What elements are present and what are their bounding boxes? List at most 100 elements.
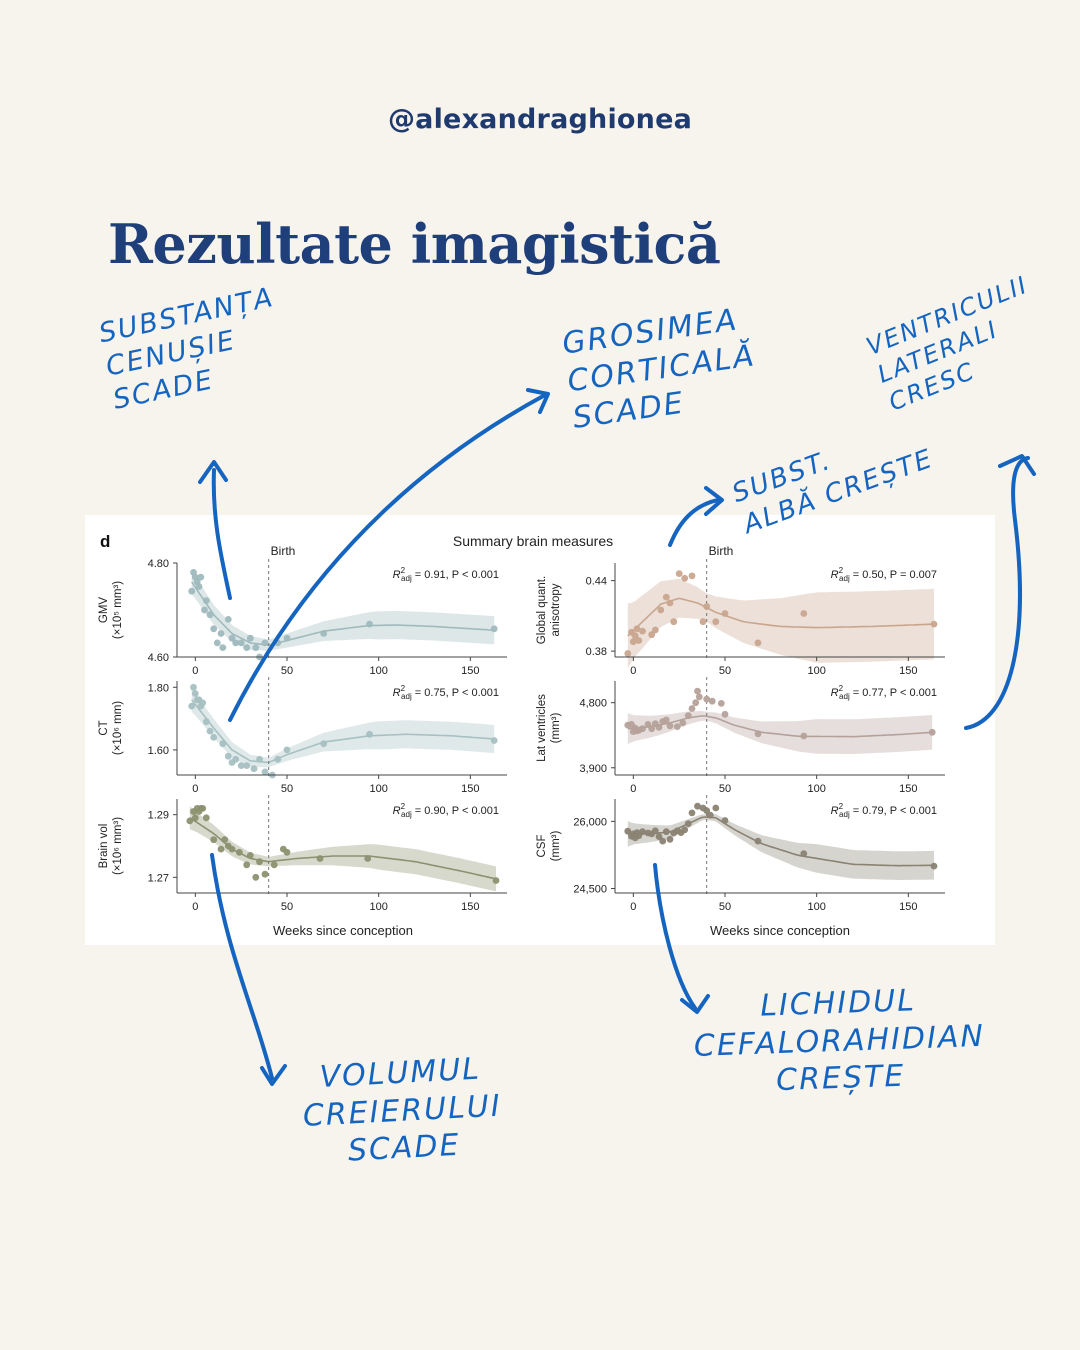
lat_ventricles-point xyxy=(692,699,700,707)
ct-point xyxy=(224,752,232,760)
lat_ventricles-x-tick-label: 0 xyxy=(630,783,636,795)
anisotropy-point xyxy=(651,626,659,634)
gmv-point xyxy=(283,634,291,642)
gmv-point xyxy=(210,625,218,633)
arrow-gray-matter-head xyxy=(198,460,228,484)
anisotropy-point xyxy=(721,610,729,617)
csf-x-tick-label: 50 xyxy=(719,901,731,913)
lat_ventricles-point xyxy=(800,732,808,740)
ct-x-tick-label: 0 xyxy=(192,783,198,795)
csf-fit-line xyxy=(627,816,935,867)
ct-x-tick-label: 50 xyxy=(281,783,293,795)
ct-x-tick-label: 150 xyxy=(461,783,479,795)
csf-point xyxy=(659,837,667,845)
csf-point xyxy=(651,827,659,835)
lat_ventricles-x-tick-label: 100 xyxy=(807,783,825,795)
brain_vol-point xyxy=(243,861,251,869)
anisotropy-point xyxy=(648,631,656,639)
ct-point xyxy=(237,762,245,769)
anisotropy-x-tick-label: 100 xyxy=(807,665,825,677)
csf-point xyxy=(666,835,674,843)
csf-confidence-band xyxy=(627,814,934,880)
lat_ventricles-point xyxy=(662,716,670,724)
anisotropy-ylabel: Global quant. xyxy=(536,576,548,644)
brain-measures-figure: d Summary brain measures Weeks since con… xyxy=(98,532,945,938)
brain_vol-ylabel-unit: (×10⁶ mm³) xyxy=(112,817,124,875)
gmv-point xyxy=(219,644,227,651)
ct-point xyxy=(250,765,258,773)
gmv-point xyxy=(320,630,328,637)
lat_ventricles-x-tick-label: 50 xyxy=(719,783,731,795)
brain_vol-point xyxy=(199,805,207,812)
brain_vol-y-tick-label: 1.29 xyxy=(148,810,169,822)
lat_ventricles-point xyxy=(648,725,656,733)
note-ventricles: Ventriculii laterali cresc xyxy=(862,270,1033,417)
gmv-point xyxy=(217,630,225,637)
anisotropy-point xyxy=(666,599,674,607)
gmv-point xyxy=(366,620,373,628)
brain_vol-point xyxy=(252,873,260,881)
gmv-point xyxy=(274,639,282,647)
note-gray-matter: Substanța cenușie scade xyxy=(96,281,277,416)
csf-point xyxy=(754,837,762,845)
ct-point xyxy=(274,755,282,763)
ct-fit-line xyxy=(191,699,495,764)
csf-point xyxy=(662,828,670,836)
ct-ylabel: CT xyxy=(98,720,110,735)
gmv-point xyxy=(224,616,232,623)
lat_ventricles-x-tick-label: 150 xyxy=(899,783,917,795)
brain_vol-x-tick-label: 50 xyxy=(281,901,293,913)
ct-y-tick-label: 1.60 xyxy=(148,745,169,757)
brain_vol-point xyxy=(235,848,243,856)
ct-y-tick-label: 1.80 xyxy=(148,682,169,694)
brain_vol-point xyxy=(186,817,194,825)
anisotropy-point xyxy=(662,593,670,601)
lat_ventricles-y-tick-label: 4,800 xyxy=(579,698,607,710)
gmv-y-tick-label: 4.80 xyxy=(148,558,169,570)
anisotropy-y-tick-label: 0.38 xyxy=(586,646,607,658)
ct-point xyxy=(199,699,207,707)
anisotropy-point xyxy=(629,638,637,646)
arrow-brain-volume-head xyxy=(260,1064,287,1086)
brain_vol-confidence-band xyxy=(189,806,497,892)
ct-point xyxy=(188,702,196,710)
csf-point xyxy=(681,826,689,834)
lat_ventricles-point xyxy=(684,712,692,720)
anisotropy-point xyxy=(635,637,643,644)
lat_ventricles-y-axis-label: Lat ventricles(mm³) xyxy=(536,694,562,762)
ct-point xyxy=(219,740,227,748)
anisotropy-x-tick-label: 0 xyxy=(630,665,636,677)
csf-x-tick-label: 100 xyxy=(807,901,825,913)
anisotropy-x-tick-label: 50 xyxy=(719,665,731,677)
lat_ventricles-point xyxy=(708,697,716,705)
gmv-point xyxy=(261,639,269,647)
lat_ventricles-point xyxy=(666,722,674,730)
gmv-y-axis-label: GMV(×10⁵ mm³) xyxy=(98,581,124,639)
anisotropy-point xyxy=(624,650,632,657)
lat_ventricles-point xyxy=(694,687,701,695)
gmv-y-tick-label: 4.60 xyxy=(148,652,169,664)
brain_vol-point xyxy=(364,855,372,862)
gmv-point xyxy=(243,644,251,651)
ct-point xyxy=(256,755,263,763)
brain_vol-point xyxy=(492,877,500,884)
csf-ylabel-unit: (mm³) xyxy=(550,831,562,862)
brain_vol-point xyxy=(270,861,278,869)
figure-panel: d Summary brain measures Weeks since con… xyxy=(85,515,995,945)
brain_vol-y-tick-label: 1.27 xyxy=(148,872,169,884)
gmv-point xyxy=(195,583,203,590)
ct-y-axis-label: CT(×10⁶ mm) xyxy=(98,701,124,755)
gmv-point xyxy=(490,625,498,633)
lat_ventricles-point xyxy=(673,723,681,730)
brain_vol-point xyxy=(210,836,218,844)
anisotropy-confidence-band xyxy=(627,578,934,669)
gmv-x-tick-label: 50 xyxy=(281,665,293,677)
gmv-point xyxy=(202,597,210,604)
ct-point xyxy=(320,740,328,748)
